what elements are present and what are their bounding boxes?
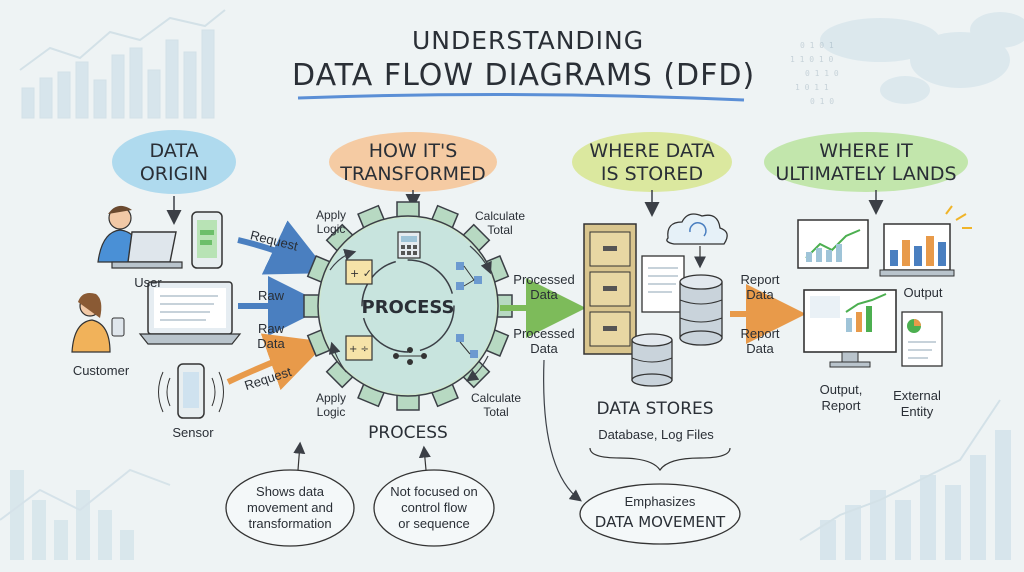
nodes-icon [393,347,427,365]
process-below-label: PROCESS [368,423,448,443]
sparkle-icon [945,205,972,229]
flowchart-icon-bottom [456,334,478,358]
raw-label: Raw [257,288,284,303]
sensor-label: Sensor [172,425,214,440]
raw-data-label-1: Raw [257,321,284,336]
origin-highlight [112,130,236,194]
background-map-top-right [820,12,1024,104]
processed-data-label-2a: Processed [513,326,575,341]
lands-header-2: ULTIMATELY LANDS [775,163,957,185]
laptop-large-icon [138,281,242,345]
note-bubble-2 [373,469,495,547]
apply-logic-bottom-1: Apply [315,391,347,405]
note-2-line-2: control flow [401,500,467,515]
cloud-sync-icon [666,213,728,269]
phone-icon [191,211,223,269]
stored-highlight [572,132,732,192]
math-icon: + ÷ [345,335,373,361]
note-1-line-2: movement and [247,500,333,515]
document-icon [641,255,685,313]
note-1-line-1: Shows data [256,484,324,499]
raw-data-label-2: Data [257,336,285,351]
transform-header-1: HOW IT'S [368,140,458,162]
origin-header-1: DATA [149,140,199,162]
note-3-line-1: Emphasizes [624,494,696,509]
calculator-icon [397,231,421,259]
external-entity-label-1: External [893,388,941,403]
title-line-1: UNDERSTANDING [412,26,645,55]
svg-text:0 1 0: 0 1 0 [810,97,834,106]
output-report-label-1: Output, [819,382,863,397]
filing-cabinet-icon [583,223,637,355]
note-1-line-3: transformation [248,516,332,531]
database-icon-small [631,333,673,387]
background-chart-top-left [19,9,226,119]
svg-text:1 1 0 1 0: 1 1 0 1 0 [790,55,834,64]
processed-line-down [543,359,582,502]
processed-data-label-1b: Data [530,287,558,302]
customer-label: Customer [72,363,130,378]
request-arrow-bottom [226,333,328,391]
user-label: User [134,275,162,290]
page-title: DATA FLOW DIAGRAMS (DFD) [292,58,756,93]
flowchart-icon-top [456,262,482,290]
output-report-label-2: Report [821,398,861,413]
calculate-total-bottom-2: Total [483,405,509,419]
transform-header-2: TRANSFORMED [340,163,486,185]
report-data-label-1b: Data [746,287,774,302]
processed-data-label-2b: Data [530,341,558,356]
customer-person-icon [71,293,125,353]
svg-text:1 0 1 1: 1 0 1 1 [795,83,829,92]
output-label: Output [903,285,943,300]
bar-chart-icon [879,223,955,277]
note-bubble-3 [579,483,741,545]
apply-logic-top-1: Apply [315,208,347,222]
svg-text:+ ✓: + ✓ [350,267,372,280]
note-3-line-2: DATA MOVEMENT [594,513,726,531]
svg-text:0 1 0 1: 0 1 0 1 [800,41,834,50]
report-data-label-2a: Report [740,326,780,341]
process-center-label: PROCESS [361,297,455,318]
checklist-icon: + ✓ [345,259,373,285]
desktop-monitor-icon [803,289,897,368]
database-icon-large [679,274,723,346]
report-doc-icon [901,311,943,367]
svg-text:+ ÷: + ÷ [349,344,369,355]
data-stores-brace [589,447,731,472]
data-stores-subtitle: Database, Log Files [598,427,714,442]
svg-text:0 1 1 0: 0 1 1 0 [805,69,839,78]
lands-header-1: WHERE IT [819,140,913,162]
request-arrow-top [237,220,329,275]
stored-header-2: IS STORED [600,163,704,185]
background-binary: 0 1 0 1 1 1 0 1 0 0 1 1 0 1 0 1 1 0 1 0 [790,41,839,106]
calculate-total-bottom-1: Calculate [470,391,522,405]
note-2-line-1: Not focused on [390,484,478,499]
monitor-chart-icon [797,219,869,269]
note-2-line-3: or sequence [398,516,470,531]
calculate-total-top-2: Total [487,223,513,237]
background-chart-bottom-left [0,468,171,560]
sensor-icon [158,363,224,419]
origin-header-2: ORIGIN [139,163,209,185]
report-data-label-2b: Data [746,341,774,356]
background-chart-bottom-right [799,399,1011,560]
laptop-icon [111,231,183,269]
title-underline [297,92,745,102]
data-stores-title: DATA STORES [596,399,714,419]
calculate-total-top-1: Calculate [474,209,526,223]
processed-data-label-1a: Processed [513,272,575,287]
note-bubble-1 [225,469,355,547]
apply-logic-top-2: Logic [316,222,346,236]
stored-header-1: WHERE DATA [589,140,715,162]
external-entity-label-2: Entity [900,404,934,419]
report-data-label-1a: Report [740,272,780,287]
transform-highlight [329,132,497,192]
apply-logic-bottom-2: Logic [316,405,346,419]
lands-highlight [764,132,968,192]
